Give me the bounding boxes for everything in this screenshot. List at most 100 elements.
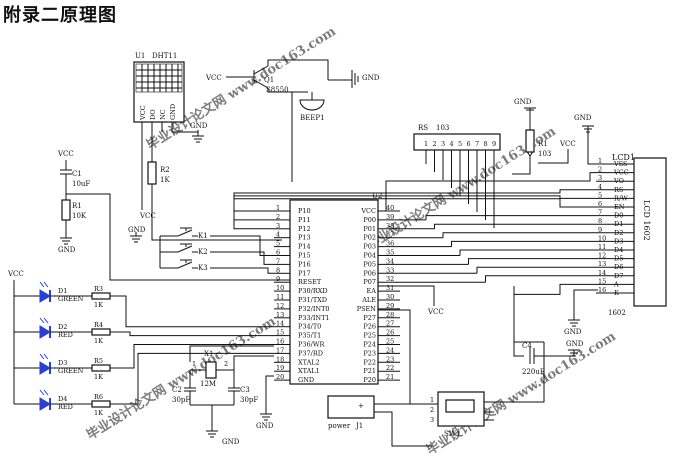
led-res-ref-2: R4 [94, 321, 103, 329]
mcu-pin-name-3: P12 [298, 225, 311, 233]
dht11-gnd-label: GND [190, 122, 208, 130]
reset-res-body [61, 199, 71, 221]
lcd-pin-num-7: 7 [598, 209, 602, 217]
mcu-pin-name-39: P00 [363, 216, 376, 224]
rpack-ref: RS [418, 124, 428, 132]
mcu-pin-name-15: P35/T1 [298, 332, 321, 340]
mcu-pin-name-16: P36/WR [298, 341, 326, 349]
mcu-pin-num-22: 22 [386, 364, 394, 372]
power-label: power [328, 422, 351, 430]
dht11-pin-do: DO [149, 109, 157, 120]
lcd-gnd-bottom-label: GND [564, 328, 582, 336]
mcu-pin-name-7: P16 [298, 260, 311, 268]
x1-pin1: 1 [192, 360, 196, 368]
key-switch-1 [172, 227, 198, 237]
pot-ref: R1 [538, 140, 548, 148]
lcd-pin-name-16: K [614, 289, 619, 297]
c4-value: 220uF [522, 368, 545, 376]
mcu-pin-num-33: 33 [386, 266, 394, 274]
lcd-pin-name-11: D4 [614, 246, 623, 254]
led-wire-out-1 [110, 295, 274, 328]
mcu-pin-num-34: 34 [386, 257, 394, 265]
mcu-pin-num-25: 25 [386, 338, 394, 346]
mcu-pin-num-8: 8 [276, 266, 280, 274]
key-switch-2 [172, 243, 198, 253]
mcu-body [289, 199, 379, 385]
mcu-pin-name-31: EA [367, 287, 377, 295]
crystal-circuit: X1 1 2 12M C2 30pF C3 30pF GND [172, 345, 274, 446]
mcu-pin-name-25: P24 [363, 341, 376, 349]
mcu-pin-num-35: 35 [386, 249, 394, 257]
x1-mcu-wires [189, 345, 274, 370]
mcu-pin-num-7: 7 [276, 257, 280, 265]
lcd-pin-num-16: 16 [598, 286, 606, 294]
led-res-body-3 [91, 364, 111, 372]
led-ref-3: D3 [58, 359, 67, 367]
led-rays-4 [39, 389, 49, 396]
lcd-label: LCD 1602 [642, 200, 651, 241]
reset-vcc-label: VCC [57, 150, 74, 158]
dht11-pin-vcc: VCC [139, 105, 147, 121]
bus-line-3 [400, 240, 596, 248]
rpack-body [413, 133, 501, 151]
switch-pin3: 3 [430, 416, 434, 424]
led-ref-2: D2 [58, 323, 67, 331]
mcu-pin-num-37: 37 [386, 231, 394, 239]
x1-gnd-label: GND [222, 438, 240, 446]
r2-wire [151, 142, 282, 241]
mcu-pin-name-33: P06 [363, 269, 376, 277]
lcd-pin-num-14: 14 [598, 269, 606, 277]
led-color-3: GREEN [58, 367, 84, 375]
beep-ref: BEEP1 [300, 114, 325, 122]
mcu-pin-name-18: XTAL2 [298, 358, 320, 366]
lcd-pin-num-13: 13 [598, 260, 606, 268]
mcu-pin-num-17: 17 [276, 346, 284, 354]
buzzer-vcc-label: VCC [205, 74, 222, 82]
lcd-pin-name-6: EN [614, 203, 625, 211]
c4-ref: C4 [522, 342, 532, 350]
lcd-gnd-top: GND [574, 114, 610, 165]
lcd-pin-name-8: D1 [614, 220, 623, 228]
power-jack-body [327, 395, 375, 419]
led-color-4: RED [58, 403, 73, 411]
lcd-pin-name-1: VSS [613, 160, 628, 168]
mcu-pin-num-16: 16 [276, 338, 284, 346]
r2-ref: R2 [160, 166, 170, 174]
mcu-pin-num-13: 13 [276, 311, 284, 319]
led-symbol-1 [39, 289, 51, 303]
mcu-pin-num-30: 30 [386, 293, 394, 301]
ctrl-line-2 [233, 198, 596, 230]
power-ref: J1 [355, 422, 363, 430]
led-color-2: RED [58, 331, 73, 339]
mcu-pin-num-36: 36 [386, 240, 394, 248]
r2-value: 1K [160, 176, 170, 184]
led-res-value-1: 1K [94, 301, 103, 309]
mcu-pin-name-12: P32/INT0 [298, 305, 330, 313]
mcu-pin-name-13: P33/INT1 [298, 314, 330, 322]
q1-part: S8550 [266, 86, 289, 94]
mcu-pin-name-9: RESET [298, 278, 322, 286]
contrast-potentiometer: R1 103 GND VCC [512, 98, 576, 175]
led-res-body-1 [91, 292, 111, 300]
lcd-pin-num-6: 6 [598, 200, 602, 208]
power-section: VCC C4 220uF GND GND + power J1 1 2 3 SW… [327, 285, 598, 447]
r1-reset-ref: R1 [72, 202, 82, 210]
q1-ref: Q1 [264, 76, 274, 84]
x1-body [205, 361, 217, 379]
lcd-part: 1602 [608, 309, 626, 317]
reset-circuit: VCC C1 10uF R1 10K GND [57, 150, 290, 281]
reset-gnd-label: GND [58, 246, 76, 254]
mcu-pin-num-9: 9 [276, 275, 280, 283]
ctrl-line-1 [233, 195, 596, 221]
page-title: 附录二原理图 [3, 5, 117, 26]
mcu-pin-num-20: 20 [276, 373, 284, 381]
mcu-pin-num-32: 32 [386, 275, 394, 283]
lcd-pin-num-3: 3 [598, 174, 602, 182]
switch-slider [445, 399, 475, 413]
lcd-pin-name-10: D3 [614, 237, 623, 245]
mcu-pin-num-18: 18 [276, 355, 284, 363]
mcu-pin-num-5: 5 [276, 240, 280, 248]
r2-body [147, 161, 157, 185]
